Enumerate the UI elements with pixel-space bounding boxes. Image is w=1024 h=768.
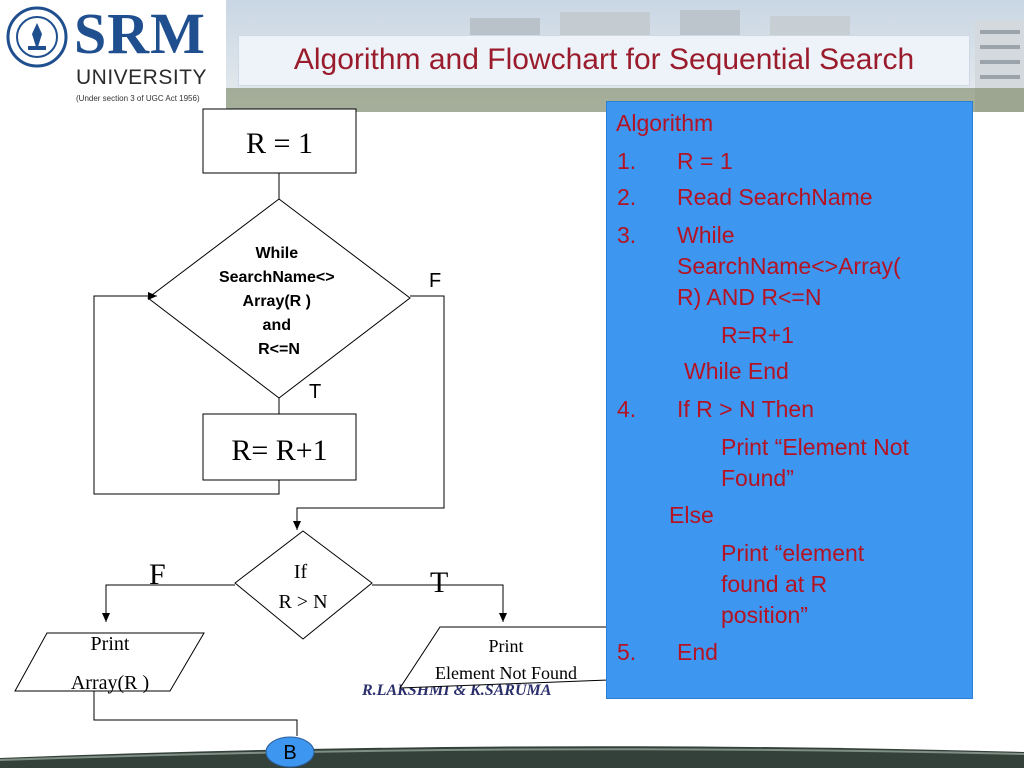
svg-text:If R > N: If R > N [278, 561, 327, 613]
algorithm-heading: Algorithm [616, 110, 714, 136]
increment-box-label: R= R+1 [231, 434, 327, 467]
algorithm-step-number: 2. [617, 184, 637, 210]
algorithm-line: R=R+1 [721, 322, 794, 348]
algorithm-step-number: 4. [617, 396, 637, 422]
if-false-label: F [149, 558, 166, 591]
university-seal-icon [6, 6, 68, 68]
algorithm-line: While [677, 222, 735, 248]
loop-decision-line: and [263, 317, 291, 334]
connector-if-true [372, 584, 507, 622]
algorithm-line: Print “element [721, 540, 865, 566]
university-act-note: (Under section 3 of UGC Act 1956) [76, 94, 200, 103]
algorithm-step-number: 1. [617, 148, 637, 174]
algorithm-line: While End [684, 358, 789, 384]
connector-loop-false [293, 295, 445, 530]
connector-b-node [265, 736, 315, 768]
if-decision-line: R > N [278, 591, 327, 613]
algorithm-panel: Algorithm 1. R = 1 2. Read SearchName 3.… [606, 101, 973, 699]
print-not-found-line: Print [488, 636, 523, 656]
logo-area: SRM UNIVERSITY (Under section 3 of UGC A… [0, 0, 226, 112]
algorithm-line: Print “Element Not [721, 434, 909, 460]
loop-decision-line: SearchName<> [219, 269, 335, 286]
loop-decision-line: While [255, 245, 298, 262]
print-not-found-line: Element Not Found [435, 663, 577, 683]
print-array-line: Print [91, 633, 130, 655]
algorithm-line: Else [669, 502, 714, 528]
university-logo-text: SRM [74, 1, 206, 66]
algorithm-line: End [677, 639, 718, 665]
header-banner: SRM UNIVERSITY (Under section 3 of UGC A… [0, 0, 1024, 112]
if-true-label: T [430, 566, 448, 599]
algorithm-step-number: 5. [617, 639, 637, 665]
slide-title-box: Algorithm and Flowchart for Sequential S… [238, 35, 970, 86]
connector-to-end [93, 691, 298, 736]
slide-title: Algorithm and Flowchart for Sequential S… [293, 43, 915, 76]
print-array-line: Array(R ) [71, 672, 149, 694]
algorithm-line: Found” [721, 465, 794, 491]
algorithm-line: SearchName<>Array( [677, 253, 901, 279]
algorithm-line: position” [721, 602, 808, 628]
university-subtitle: UNIVERSITY [76, 66, 208, 89]
svg-text:While SearchName<> Arr: While SearchName<> Array(R ) and R<=N [219, 245, 339, 358]
footer-band [0, 746, 1024, 768]
loop-false-label: F [429, 270, 441, 292]
algorithm-step-number: 3. [617, 222, 637, 248]
connector-loop-back [93, 292, 280, 495]
algorithm-line: Read SearchName [677, 184, 873, 210]
connector-if-false [102, 584, 235, 622]
footer-band-highlight [0, 748, 1024, 761]
increment-box [202, 413, 357, 481]
loop-decision-line: Array(R ) [243, 293, 311, 310]
algorithm-line: R) AND R<=N [677, 284, 822, 310]
init-box [202, 108, 357, 174]
connector-b-label: B [283, 742, 296, 764]
loop-true-label: T [309, 381, 321, 403]
print-array-output [14, 632, 205, 692]
if-decision-diamond [234, 530, 373, 640]
loop-decision-line: R<=N [258, 341, 300, 358]
algorithm-line: found at R [721, 571, 828, 597]
if-decision-line: If [294, 561, 308, 583]
algorithm-line: R = 1 [677, 148, 733, 174]
algorithm-line: If R > N Then [677, 396, 815, 422]
init-box-label: R = 1 [246, 127, 313, 160]
